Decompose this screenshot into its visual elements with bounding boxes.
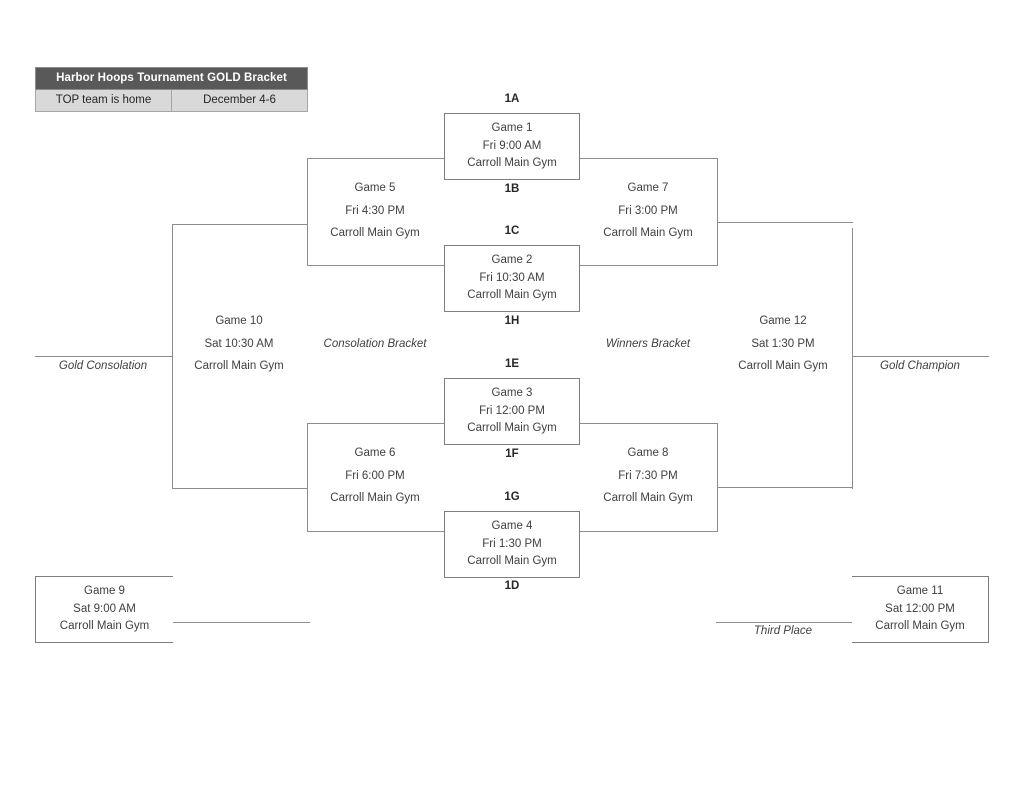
label-gold-consolation: Gold Consolation — [58, 360, 148, 372]
game2-venue: Carroll Main Gym — [467, 289, 557, 302]
seed-label-1h: 1H — [504, 315, 520, 327]
game9-time: Sat 9:00 AM — [73, 602, 136, 615]
connector-game6-vertical — [307, 423, 308, 531]
label-gold-champion: Gold Champion — [880, 360, 960, 372]
connector-game4-out-to-game8 — [580, 531, 718, 532]
seed-label-1a: 1A — [504, 93, 520, 105]
game8-time: Fri 7:30 PM — [618, 469, 678, 482]
seed-label-1b: 1B — [504, 183, 520, 195]
game11-venue: Carroll Main Gym — [875, 620, 965, 633]
game-box-game3[interactable]: Game 3 Fri 12:00 PM Carroll Main Gym — [444, 378, 580, 445]
connector-game2-out-to-game7 — [580, 265, 718, 266]
connector-game7-to-game12 — [717, 222, 853, 223]
connector-game12-to-gold-champion — [852, 356, 989, 357]
game-box-game11[interactable]: Game 11 Sat 12:00 PM Carroll Main Gym — [852, 576, 989, 643]
connector-game3-to-game6 — [307, 423, 445, 424]
seed-label-1c: 1C — [504, 225, 520, 237]
game-info-game8[interactable]: Game 8 Fri 7:30 PM Carroll Main Gym — [573, 447, 723, 505]
game10-name: Game 10 — [215, 315, 263, 327]
game-info-game5[interactable]: Game 5 Fri 4:30 PM Carroll Main Gym — [300, 182, 450, 240]
game7-time: Fri 3:00 PM — [618, 204, 678, 217]
game5-time: Fri 4:30 PM — [345, 204, 405, 217]
game-box-game1[interactable]: Game 1 Fri 9:00 AM Carroll Main Gym — [444, 113, 580, 180]
connector-game3-out-to-game8 — [580, 423, 718, 424]
game2-name: Game 2 — [491, 254, 533, 267]
game-box-game4[interactable]: Game 4 Fri 1:30 PM Carroll Main Gym — [444, 511, 580, 578]
connector-game5-vertical — [307, 158, 308, 266]
game12-venue: Carroll Main Gym — [738, 360, 828, 372]
game-box-game9[interactable]: Game 9 Sat 9:00 AM Carroll Main Gym — [35, 576, 173, 643]
game4-venue: Carroll Main Gym — [467, 555, 557, 568]
legend-dates: December 4-6 — [171, 89, 308, 112]
legend-table: Harbor Hoops Tournament GOLD Bracket TOP… — [35, 67, 308, 112]
game7-venue: Carroll Main Gym — [603, 227, 693, 239]
game-info-game12[interactable]: Game 12 Sat 1:30 PM Carroll Main Gym — [708, 315, 858, 373]
legend-title: Harbor Hoops Tournament GOLD Bracket — [35, 67, 308, 90]
game5-name: Game 5 — [354, 182, 396, 194]
connector-game10-to-gold-consolation — [35, 356, 173, 357]
game1-venue: Carroll Main Gym — [467, 157, 557, 170]
seed-label-1g: 1G — [504, 491, 520, 503]
connector-game8-to-game12 — [717, 487, 853, 488]
game3-time: Fri 12:00 PM — [479, 404, 545, 417]
game4-name: Game 4 — [491, 520, 533, 533]
connector-game4-to-game6 — [307, 531, 445, 532]
game10-venue: Carroll Main Gym — [194, 360, 284, 372]
game7-name: Game 7 — [627, 182, 669, 194]
legend-title-row: Harbor Hoops Tournament GOLD Bracket — [35, 67, 308, 90]
game3-name: Game 3 — [491, 387, 533, 400]
seed-label-1f: 1F — [505, 448, 519, 460]
connector-game8-vertical — [717, 423, 718, 531]
connector-game5-to-game10 — [172, 224, 308, 225]
game3-venue: Carroll Main Gym — [467, 422, 557, 435]
legend-home-note: TOP team is home — [35, 89, 172, 112]
label-third-place: Third Place — [753, 625, 813, 637]
game6-time: Fri 6:00 PM — [345, 469, 405, 482]
game-info-game7[interactable]: Game 7 Fri 3:00 PM Carroll Main Gym — [573, 182, 723, 240]
game6-venue: Carroll Main Gym — [330, 492, 420, 504]
connector-game12-vertical — [852, 228, 853, 489]
game9-venue: Carroll Main Gym — [59, 620, 150, 633]
connector-game1-out-to-game7 — [580, 158, 718, 159]
game12-name: Game 12 — [759, 315, 807, 327]
game10-time: Sat 10:30 AM — [204, 337, 274, 350]
game9-name: Game 9 — [84, 585, 125, 598]
game8-name: Game 8 — [627, 447, 669, 459]
legend-info-row: TOP team is home December 4-6 — [35, 89, 308, 112]
game1-time: Fri 9:00 AM — [482, 139, 542, 152]
game4-time: Fri 1:30 PM — [482, 537, 542, 550]
game-info-game10[interactable]: Game 10 Sat 10:30 AM Carroll Main Gym — [164, 315, 314, 373]
connector-third-place-to-game11 — [716, 622, 853, 623]
game12-time: Sat 1:30 PM — [751, 337, 815, 350]
connector-game1-to-game5 — [307, 158, 445, 159]
game6-name: Game 6 — [354, 447, 396, 459]
game-box-game2[interactable]: Game 2 Fri 10:30 AM Carroll Main Gym — [444, 245, 580, 312]
game5-venue: Carroll Main Gym — [330, 227, 420, 239]
game2-time: Fri 10:30 AM — [479, 271, 545, 284]
game-info-game6[interactable]: Game 6 Fri 6:00 PM Carroll Main Gym — [300, 447, 450, 505]
game1-name: Game 1 — [491, 122, 533, 135]
connector-game6-to-game10 — [172, 488, 308, 489]
seed-label-1e: 1E — [504, 358, 520, 370]
connector-game2-to-game5 — [307, 265, 445, 266]
game8-venue: Carroll Main Gym — [603, 492, 693, 504]
connector-game9-output — [172, 622, 310, 623]
seed-label-1d: 1D — [504, 580, 520, 592]
label-winners-bracket: Winners Bracket — [605, 338, 691, 350]
game11-time: Sat 12:00 PM — [885, 602, 955, 615]
game11-name: Game 11 — [896, 585, 944, 598]
label-consolation-bracket: Consolation Bracket — [323, 338, 427, 350]
connector-game7-vertical — [717, 158, 718, 266]
